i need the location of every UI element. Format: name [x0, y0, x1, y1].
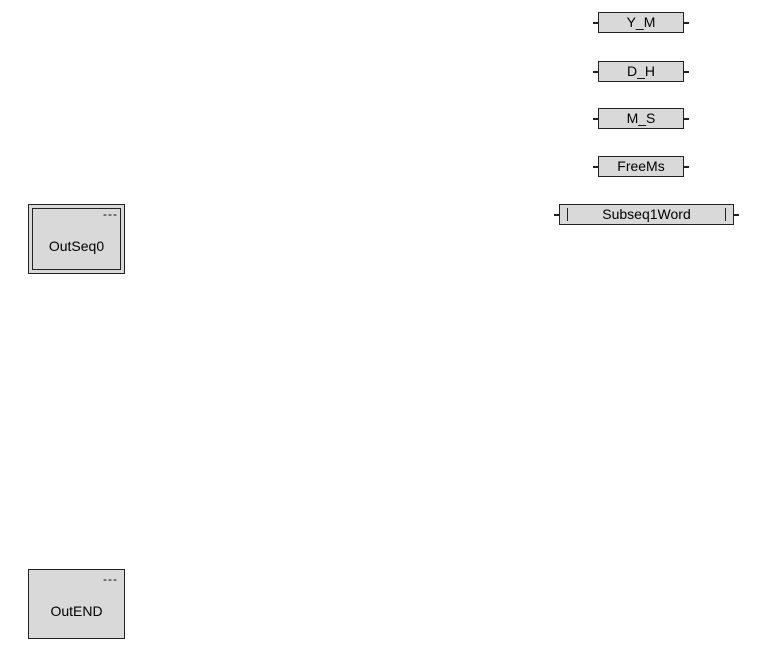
step-outseq0[interactable]: --- OutSeq0: [28, 204, 125, 274]
connector-stub: [554, 214, 559, 216]
variable-label: M_S: [626, 110, 656, 126]
variable-m-s[interactable]: M_S: [598, 108, 684, 129]
step-label: OutSeq0: [48, 238, 105, 254]
connector-stub: [593, 166, 598, 168]
variable-freems[interactable]: FreeMs: [598, 156, 684, 177]
connector-stub: [734, 214, 739, 216]
variable-label: Y_M: [626, 14, 656, 30]
variable-label: D_H: [626, 63, 655, 79]
step-marker: ---: [103, 572, 118, 586]
connector-stub: [684, 22, 689, 24]
variable-label: Subseq1Word: [602, 206, 691, 222]
step-label: OutEND: [50, 603, 103, 619]
variable-y-m[interactable]: Y_M: [598, 12, 684, 33]
connector-stub: [684, 166, 689, 168]
word-bar-left: [567, 208, 568, 221]
connector-stub: [684, 71, 689, 73]
step-outend[interactable]: --- OutEND: [28, 569, 125, 639]
variable-label: FreeMs: [617, 158, 665, 174]
connector-stub: [593, 118, 598, 120]
variable-d-h[interactable]: D_H: [598, 61, 684, 82]
variable-subseq1word[interactable]: Subseq1Word: [559, 204, 734, 225]
connector-stub: [593, 22, 598, 24]
word-bar-right: [725, 208, 726, 221]
connector-stub: [684, 118, 689, 120]
connector-stub: [593, 71, 598, 73]
step-marker: ---: [103, 207, 118, 221]
